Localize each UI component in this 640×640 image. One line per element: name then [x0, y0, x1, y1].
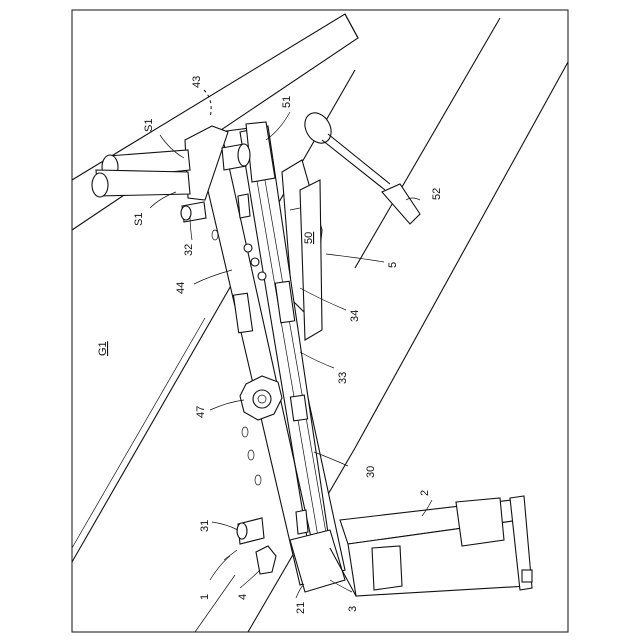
label-1: 1 [199, 594, 211, 600]
label-31: 31 [199, 520, 211, 532]
label-52: 52 [431, 188, 443, 200]
label-34: 34 [349, 310, 361, 322]
label-44: 44 [175, 282, 187, 294]
actuator-2 [330, 496, 532, 596]
label-S1-bottom: S1 [133, 213, 145, 226]
label-32: 32 [183, 244, 195, 256]
label-2: 2 [419, 490, 431, 496]
label-S1-top: S1 [143, 119, 155, 132]
label-51: 51 [281, 96, 293, 108]
label-33: 33 [337, 372, 349, 384]
label-21: 21 [295, 602, 307, 614]
label-30: 30 [365, 466, 377, 478]
label-47: 47 [195, 406, 207, 418]
label-50: 50 [303, 232, 315, 244]
label-5: 5 [387, 262, 399, 268]
part-4 [256, 546, 276, 574]
label-3: 3 [347, 606, 359, 612]
label-43: 43 [191, 76, 203, 88]
label-G1: G1 [97, 341, 109, 356]
label-4: 4 [237, 594, 249, 600]
